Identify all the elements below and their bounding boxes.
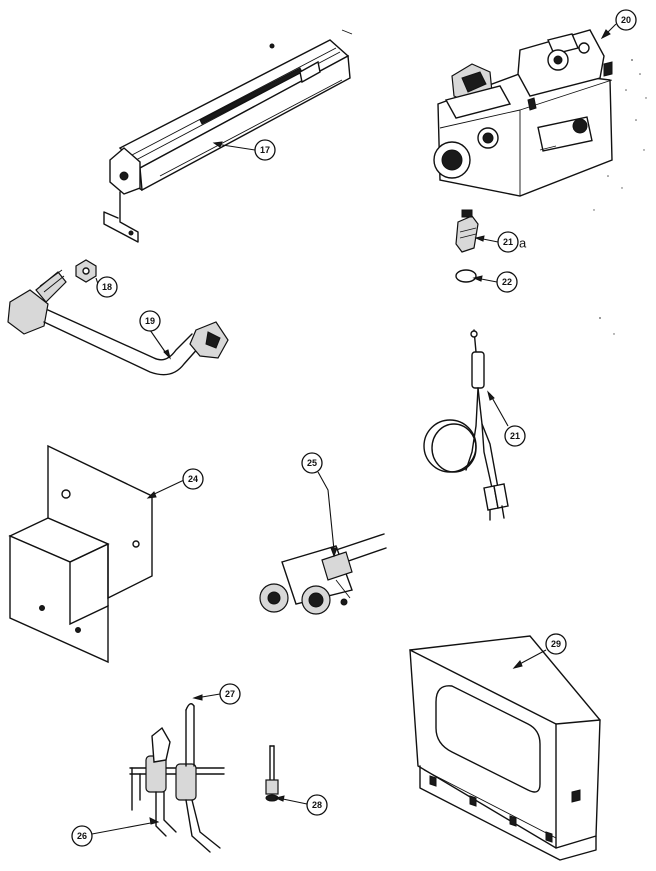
callout-28[interactable]: 28 [274, 794, 328, 816]
callout-20-label: 20 [621, 15, 631, 25]
orifice-fitting-18 [75, 259, 97, 283]
callout-27[interactable]: 27 [192, 683, 241, 705]
callout-29[interactable]: 29 [512, 633, 567, 669]
callout-21[interactable]: 21 [487, 390, 526, 447]
callout-18[interactable]: 18 [95, 276, 118, 298]
thermocouple-27 [185, 703, 195, 767]
o-ring-22 [455, 269, 477, 283]
callout-29-label: 29 [551, 639, 561, 649]
noise-specks [593, 59, 647, 335]
callout-21a-label: 21 [503, 237, 513, 247]
callout-26-label: 26 [77, 831, 87, 841]
panel-29 [409, 635, 601, 861]
callout-25-label: 25 [307, 458, 317, 468]
thermocouple-lead-21 [423, 329, 509, 521]
callout-28-label: 28 [312, 800, 322, 810]
pilot-bracket-26 [129, 726, 225, 853]
callout-24-label: 24 [188, 474, 198, 484]
callout-26[interactable]: 26 [71, 817, 160, 847]
gas-tube-19 [7, 269, 229, 376]
pilot-assembly-25 [259, 533, 387, 615]
callout-20[interactable]: 20 [600, 9, 637, 40]
callout-19-label: 19 [145, 316, 155, 326]
callout-22-label: 22 [502, 277, 512, 287]
bracket-24 [8, 444, 153, 664]
fitting-21a [455, 209, 479, 253]
callout-17[interactable]: 17 [212, 139, 276, 161]
electrode-28 [265, 745, 279, 802]
callout-25[interactable]: 25 [301, 452, 338, 558]
callout-27-label: 27 [225, 689, 235, 699]
callout-21a[interactable]: 21 a [474, 231, 527, 253]
callout-24[interactable]: 24 [146, 468, 204, 499]
callout-18-label: 18 [102, 282, 112, 292]
callout-19[interactable]: 19 [139, 310, 171, 360]
callout-22[interactable]: 22 [472, 271, 518, 293]
callout-21-label: 21 [510, 431, 520, 441]
gas-valve-20 [433, 29, 613, 197]
callout-17-label: 17 [260, 145, 270, 155]
callout-21a-suffix: a [519, 236, 527, 251]
burner-17 [103, 29, 353, 243]
